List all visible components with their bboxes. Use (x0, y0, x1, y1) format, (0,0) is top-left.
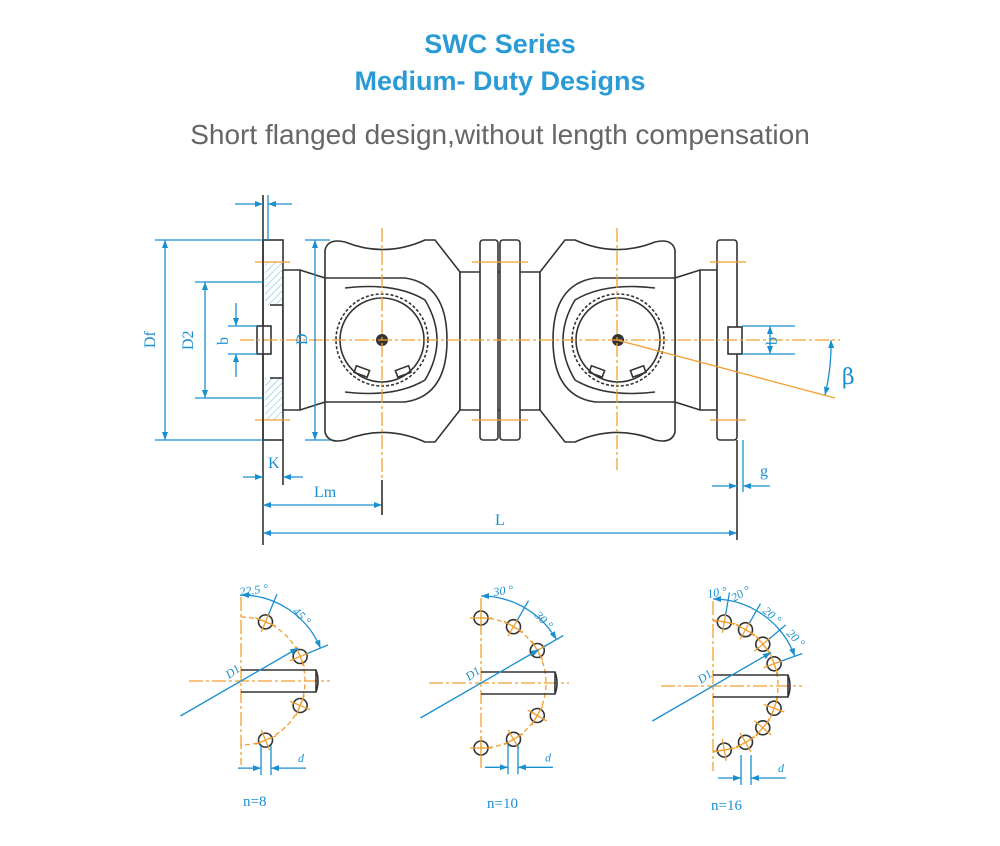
dimensions: Df D2 b D K Lm L (142, 195, 855, 545)
title-series: SWC Series (424, 29, 576, 59)
label-Lm: Lm (314, 484, 337, 501)
angle-dimension-arc (240, 592, 322, 649)
label-K: K (268, 455, 280, 472)
label-b-right: b (764, 337, 781, 345)
angle-label: 22.5 ° (238, 581, 269, 599)
label-L: L (495, 512, 505, 529)
bolt-hole (255, 729, 276, 751)
bolt-hole (289, 646, 311, 667)
centerlines (240, 228, 840, 515)
bolt-hole (503, 616, 524, 637)
angle-label: 45 ° (290, 604, 314, 628)
bolt-hole (255, 611, 276, 633)
bolt-hole (753, 718, 772, 737)
bolt-hole (735, 619, 756, 640)
label-D: D (294, 333, 311, 345)
bolt-hole (763, 697, 785, 719)
label-Df: Df (142, 330, 159, 348)
angle-label: 10 ° (706, 584, 728, 601)
angle-dimension-arc (712, 596, 796, 657)
label-b-left: b (215, 337, 232, 345)
angle-label: 30 ° (531, 608, 556, 633)
bolt-pattern-n8: 22.5 ° 45 ° D1 d n=8 (180, 581, 330, 810)
label-D1: D1 (694, 667, 715, 687)
angle-label: 20 ° (784, 626, 808, 650)
label-d: d (545, 750, 552, 764)
bolt-hole (713, 739, 736, 761)
universal-joint-shaft: Df D2 b D K Lm L (142, 195, 855, 545)
bolt-hole (470, 607, 492, 629)
bolt-hole (470, 737, 492, 759)
label-n: n=8 (243, 794, 266, 810)
label-D2: D2 (180, 330, 197, 350)
bolt-hole (763, 653, 785, 675)
label-g: g (760, 463, 768, 480)
label-d: d (298, 751, 305, 765)
D1-dimension-line (420, 648, 540, 719)
D1-dimension-line (652, 651, 772, 722)
label-n: n=10 (487, 796, 518, 812)
bolt-hole (735, 732, 756, 753)
bolt-pattern-n10: 30 ° 30 ° D1 d n=10 (420, 582, 569, 812)
D1-dimension-line (180, 647, 299, 717)
label-n: n=16 (711, 798, 742, 814)
angle-label: 20 ° (760, 604, 784, 628)
pitch-circle (240, 616, 306, 746)
pitch-circle (480, 617, 547, 749)
label-D1: D1 (462, 664, 483, 684)
bolt-hole (503, 729, 524, 750)
bolt-hole (527, 705, 548, 726)
bolt-hole (289, 695, 311, 716)
bolt-hole (713, 611, 736, 633)
subtitle: Short flanged design,without length comp… (190, 119, 810, 150)
label-D1: D1 (222, 662, 243, 682)
label-d: d (778, 761, 785, 775)
label-beta: β (842, 365, 855, 390)
angle-label: 30 ° (491, 582, 514, 599)
title-design: Medium- Duty Designs (354, 66, 646, 96)
right-yoke (539, 239, 738, 443)
